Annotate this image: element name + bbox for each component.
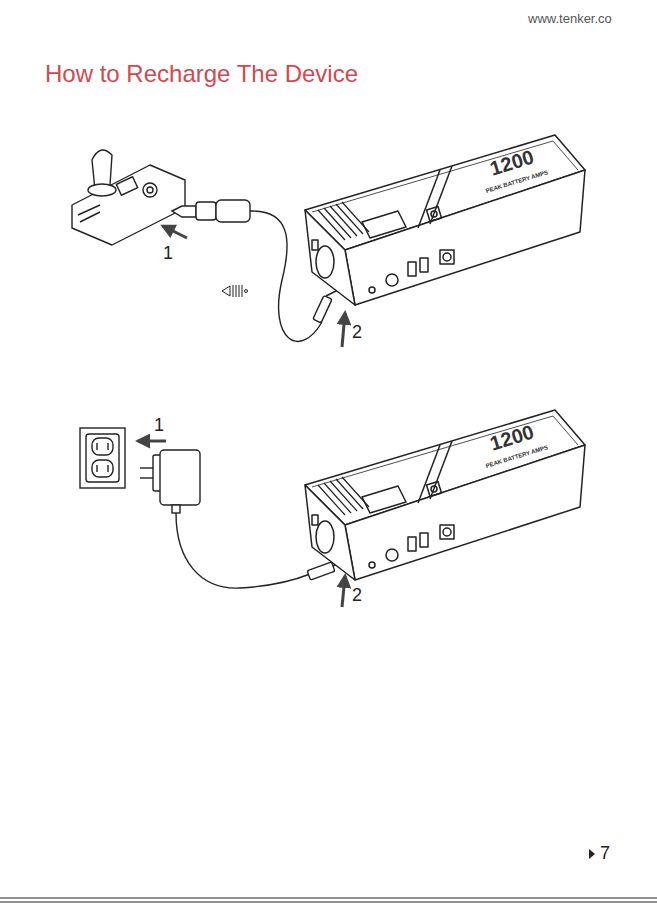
car-console — [72, 150, 185, 245]
step-arrow — [163, 226, 187, 238]
footer-rule — [0, 898, 657, 899]
step-arrow — [342, 313, 345, 347]
wall-outlet — [80, 428, 125, 488]
callout-number: 1 — [163, 243, 173, 264]
callout-number: 1 — [154, 415, 164, 436]
callout-number: 2 — [352, 322, 362, 343]
step-arrow — [138, 440, 166, 443]
footer-rule — [0, 902, 657, 903]
page-title: How to Recharge The Device — [45, 60, 358, 88]
step-arrow — [342, 576, 345, 607]
page-number: 7 — [600, 843, 610, 864]
callout-number: 2 — [352, 585, 362, 606]
cable-symbol — [222, 285, 248, 297]
url-text: www.tenker.co — [528, 12, 612, 27]
page-marker — [589, 849, 595, 859]
